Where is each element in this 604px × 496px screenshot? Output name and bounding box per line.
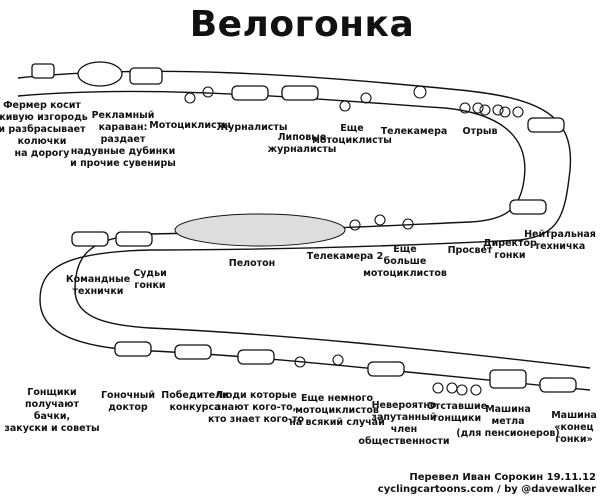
car-people-icon <box>237 349 275 365</box>
vehicles <box>31 61 577 393</box>
car-doctor-icon <box>114 341 152 357</box>
credit-source[interactable]: cyclingcartoons.com / by @davewalker <box>377 484 596 495</box>
label-gap: Просвет <box>447 245 493 256</box>
label-tv-camera-2: Телекамера 2 <box>306 251 384 262</box>
car-end-icon <box>539 377 577 393</box>
label-tv-camera: Телекамера <box>380 126 448 137</box>
car-director-icon <box>509 199 547 215</box>
credit-translator: Перевел Иван Сорокин 19.11.12 <box>409 472 596 483</box>
peloton-cluster <box>174 213 346 247</box>
road-edge-top-outer <box>17 70 591 391</box>
van-icon <box>129 67 163 85</box>
bicycles <box>432 102 524 396</box>
car-neutral-icon <box>527 117 565 133</box>
page-title: Велогонка <box>189 4 415 45</box>
tractor-icon <box>31 63 55 79</box>
motorbikes <box>184 85 427 368</box>
blimp-icon <box>77 61 123 87</box>
car-journalists-icon <box>231 85 269 101</box>
car-dignitary-icon <box>367 361 405 377</box>
car-commissaires-icon <box>115 231 153 247</box>
label-journalists: Журналисты <box>216 122 288 133</box>
label-motorcyclists: Мотоциклисты <box>149 120 231 131</box>
label-breakaway: Отрыв <box>462 126 498 137</box>
label-peloton: Пелотон <box>228 258 276 269</box>
car-team-icon <box>71 231 109 247</box>
car-winners-icon <box>174 344 212 360</box>
van-broom-icon <box>489 369 527 389</box>
car-fake-journalists-icon <box>281 85 319 101</box>
